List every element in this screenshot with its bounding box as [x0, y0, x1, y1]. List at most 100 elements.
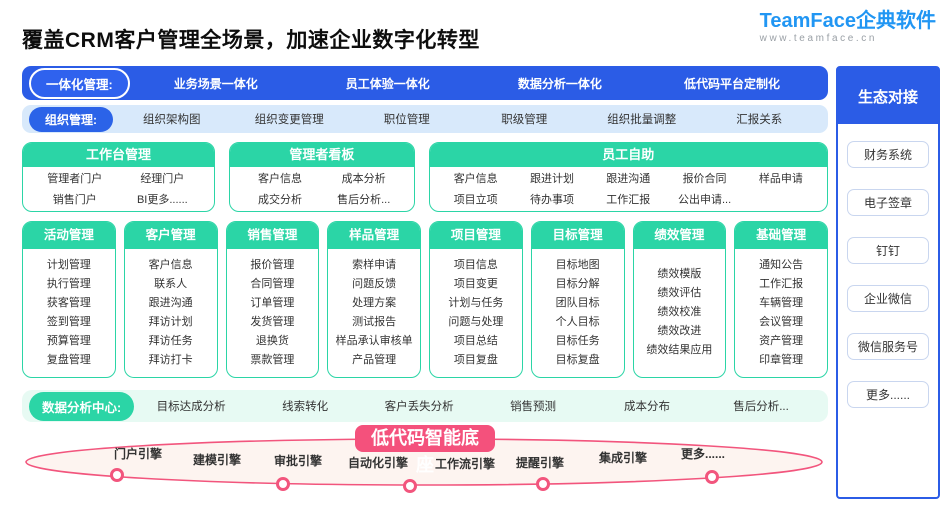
engine-label: 门户引擎 — [113, 447, 162, 461]
organization-item: 汇报关系 — [736, 114, 783, 126]
page-title: 覆盖CRM客户管理全场景，加速企业数字化转型 — [22, 29, 480, 52]
module-box-title: 基础管理 — [735, 222, 827, 249]
integration-bar-pill: 一体化管理: — [29, 67, 130, 99]
module-item: 项目复盘 — [453, 353, 498, 366]
module-item: 联系人 — [154, 277, 188, 290]
ecosystem-item-wechat-service: 微信服务号 — [847, 333, 929, 360]
module-item: 问题与处理 — [448, 315, 504, 328]
module-box-title: 销售管理 — [226, 222, 319, 249]
organization-item: 职级管理 — [501, 114, 548, 126]
module-item: 计划管理 — [46, 258, 91, 271]
ecosystem-item-finance: 财务系统 — [847, 141, 929, 168]
organization-item: 组织变更管理 — [254, 114, 324, 126]
module-item: 订单管理 — [250, 296, 295, 309]
ecosystem-item-esign: 电子签章 — [847, 189, 929, 216]
analytics-bar: 数据分析中心: 目标达成分析 线索转化 客户丢失分析 销售预测 成本分布 售后分… — [22, 390, 828, 422]
engine-label: 审批引擎 — [273, 454, 322, 468]
portal-item: 客户信息 — [453, 172, 498, 185]
module-box-body: 计划管理 执行管理 获客管理 签到管理 预算管理 复盘管理 — [23, 249, 115, 376]
ecosystem-sidebar: 生态对接 财务系统 电子签章 钉钉 企业微信 微信服务号 更多...... — [836, 66, 940, 499]
portal-box-body: 客户信息 成本分析 成交分析 售后分析... — [230, 167, 413, 210]
portal-box-body: 客户信息 跟进计划 跟进沟通 报价合同 样品申请 项目立项 待办事项 工作汇报 … — [430, 167, 827, 210]
portal-item: 工作汇报 — [606, 194, 651, 207]
ecosystem-item-dingtalk: 钉钉 — [847, 237, 929, 264]
module-item: 获客管理 — [46, 296, 91, 309]
module-item: 签到管理 — [46, 315, 91, 328]
module-box-title: 样品管理 — [328, 222, 420, 249]
brand-logo-url: www.teamface.cn — [759, 33, 878, 44]
engine-label: 自动化引擎 — [347, 456, 408, 470]
portal-item: 成本分析 — [341, 172, 386, 185]
integration-item: 数据分析一体化 — [517, 76, 602, 91]
module-item: 项目变更 — [453, 277, 498, 290]
module-box-body: 绩效模版 绩效评估 绩效校准 绩效改进 绩效结果应用 — [634, 249, 726, 376]
module-item: 个人目标 — [555, 315, 600, 328]
lowcode-zone: 低代码智能底座 门户引擎 建模引擎 审批引擎 自动化引擎 工作流引擎 提醒引擎 … — [22, 424, 828, 494]
module-item: 绩效模版 — [657, 268, 702, 280]
module-item: 发货管理 — [250, 315, 295, 328]
lowcode-badge: 低代码智能底座 — [355, 425, 495, 475]
module-row: 活动管理 计划管理 执行管理 获客管理 签到管理 预算管理 复盘管理 客户管理 … — [22, 221, 828, 378]
brand-logo: TeamFace企典软件 www.teamface.cn — [760, 10, 938, 44]
organization-bar: 组织管理: 组织架构图 组织变更管理 职位管理 职级管理 组织批量调整 汇报关系 — [22, 105, 828, 133]
portal-box-dashboard: 管理者看板 客户信息 成本分析 成交分析 售后分析... — [229, 142, 415, 212]
module-item: 处理方案 — [352, 296, 397, 309]
module-box-title: 项目管理 — [430, 222, 522, 249]
module-item: 绩效结果应用 — [646, 344, 713, 356]
portal-item: 经理门户 — [140, 172, 185, 185]
portal-item: 售后分析... — [337, 194, 391, 207]
module-box-sample: 样品管理 索样申请 问题反馈 处理方案 测试报告 样品承认审核单 产品管理 — [327, 221, 421, 378]
module-item: 绩效改进 — [657, 325, 702, 337]
module-item: 工作汇报 — [759, 277, 804, 290]
module-item: 产品管理 — [352, 353, 397, 366]
module-item: 团队目标 — [555, 296, 600, 309]
organization-item: 组织架构图 — [143, 114, 201, 126]
module-box-activity: 活动管理 计划管理 执行管理 获客管理 签到管理 预算管理 复盘管理 — [22, 221, 116, 378]
portal-box-title: 管理者看板 — [230, 143, 414, 167]
module-item: 资产管理 — [759, 334, 804, 347]
module-item: 合同管理 — [250, 277, 295, 290]
ecosystem-item-more: 更多...... — [847, 381, 929, 408]
module-box-body: 索样申请 问题反馈 处理方案 测试报告 样品承认审核单 产品管理 — [328, 249, 420, 376]
ecosystem-sidebar-items: 财务系统 电子签章 钉钉 企业微信 微信服务号 更多...... — [838, 124, 938, 497]
organization-item: 职位管理 — [383, 114, 430, 126]
module-box-basic: 基础管理 通知公告 工作汇报 车辆管理 会议管理 资产管理 印章管理 — [734, 221, 828, 378]
module-item: 目标任务 — [555, 334, 600, 347]
portal-box-selfservice: 员工自助 客户信息 跟进计划 跟进沟通 报价合同 样品申请 项目立项 待办事项 … — [428, 142, 829, 212]
module-box-goal: 目标管理 目标地图 目标分解 团队目标 个人目标 目标任务 目标复盘 — [530, 221, 625, 378]
module-item: 测试报告 — [352, 315, 397, 328]
analytics-item: 成本分布 — [624, 401, 671, 413]
module-box-sales: 销售管理 报价管理 合同管理 订单管理 发货管理 退换货 票款管理 — [225, 221, 320, 378]
page-header: 覆盖CRM客户管理全场景，加速企业数字化转型 TeamFace企典软件 www.… — [22, 8, 938, 66]
ellipse-node-dot — [403, 479, 417, 493]
portal-item: 客户信息 — [257, 172, 302, 185]
module-box-project: 项目管理 项目信息 项目变更 计划与任务 问题与处理 项目总结 项目复盘 — [429, 221, 523, 378]
module-item: 绩效校准 — [657, 306, 702, 318]
main-area: 一体化管理: 业务场景一体化 员工体验一体化 数据分析一体化 低代码平台定制化 … — [22, 66, 940, 499]
portal-row: 工作台管理 管理者门户 经理门户 销售门户 BI更多...... 管理者看板 客… — [22, 142, 829, 212]
module-box-title: 活动管理 — [23, 222, 115, 249]
module-box-body: 目标地图 目标分解 团队目标 个人目标 目标任务 目标复盘 — [532, 249, 624, 376]
organization-bar-pill: 组织管理: — [29, 106, 113, 132]
module-item: 会议管理 — [759, 315, 804, 328]
engine-label: 工作流引擎 — [434, 457, 495, 471]
module-box-body: 项目信息 项目变更 计划与任务 问题与处理 项目总结 项目复盘 — [430, 249, 522, 376]
module-item: 票款管理 — [250, 353, 295, 366]
module-item: 拜访计划 — [148, 315, 193, 328]
engine-label: 建模引擎 — [192, 453, 241, 467]
module-item: 预算管理 — [46, 334, 91, 347]
module-item: 拜访打卡 — [148, 353, 193, 366]
module-item: 目标地图 — [555, 258, 600, 271]
portal-item: 项目立项 — [453, 194, 498, 207]
portal-item: 管理者门户 — [47, 172, 103, 185]
ecosystem-item-wecom: 企业微信 — [847, 285, 929, 312]
integration-item: 业务场景一体化 — [173, 76, 258, 91]
engine-label: 集成引擎 — [598, 451, 647, 465]
portal-box-title: 工作台管理 — [23, 143, 215, 167]
module-box-title: 目标管理 — [531, 222, 624, 249]
portal-item: 跟进沟通 — [606, 172, 651, 185]
integration-item: 员工体验一体化 — [345, 76, 430, 91]
module-box-body: 客户信息 联系人 跟进沟通 拜访计划 拜访任务 拜访打卡 — [125, 249, 217, 376]
integration-item: 低代码平台定制化 — [683, 76, 780, 91]
module-item: 绩效评估 — [657, 287, 702, 299]
